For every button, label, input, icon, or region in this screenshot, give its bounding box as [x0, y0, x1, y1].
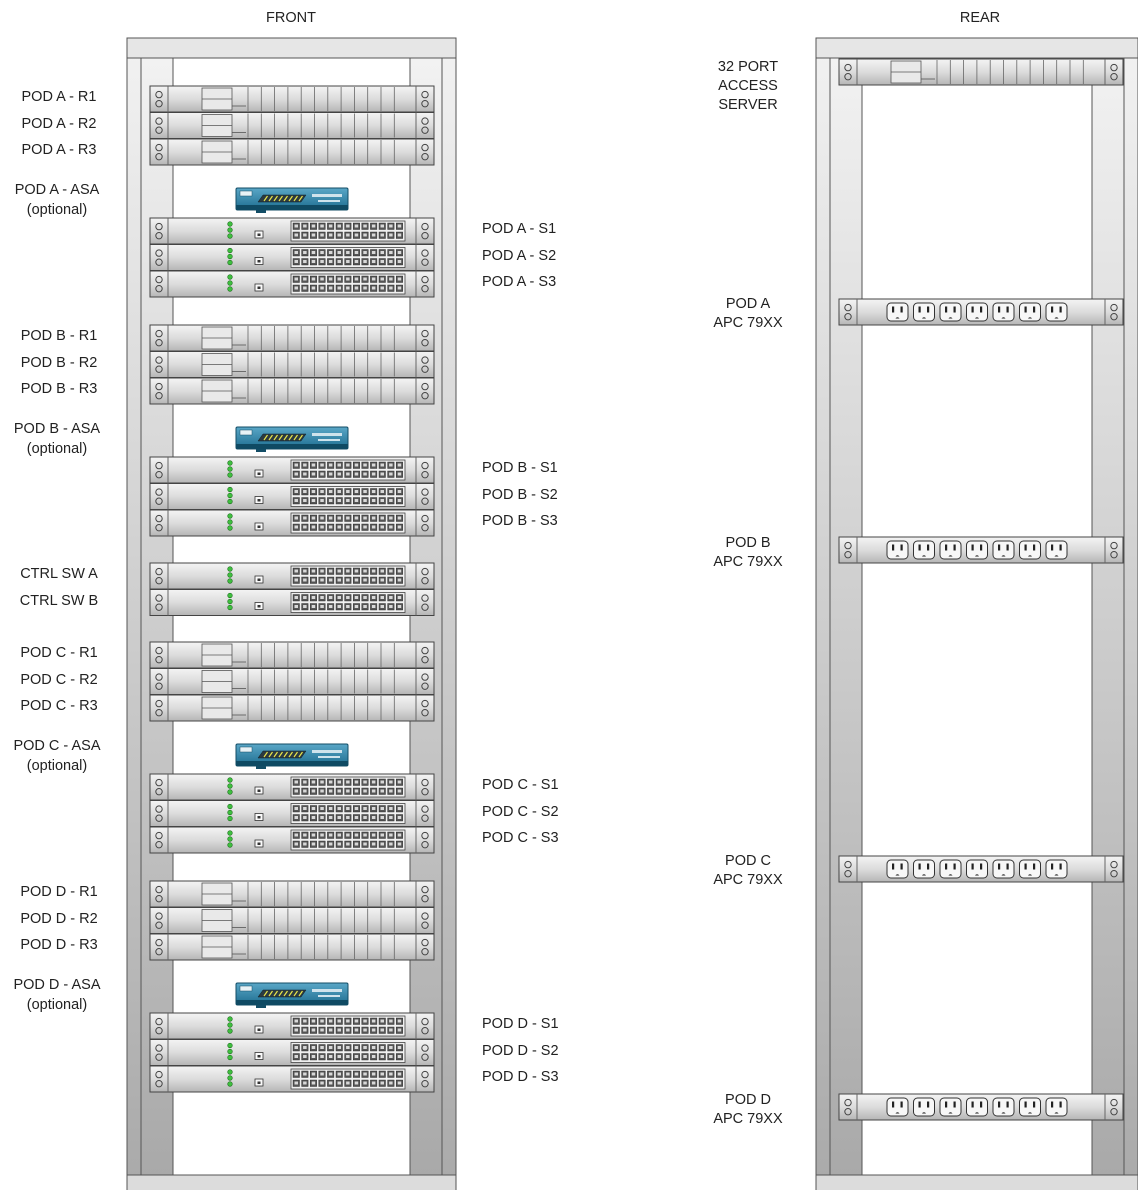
pod-d-switch-1-label: POD D - S1: [482, 1016, 559, 1032]
ctrl-switch-b-label: CTRL SW B: [19, 593, 99, 609]
rear-left-rail: [815, 37, 831, 1190]
pod-c-router-3-label: POD C - R3: [20, 698, 98, 714]
rear-right-rail: [1123, 37, 1138, 1190]
pod-d-router-1-label: POD D - R1: [20, 884, 98, 900]
pod-c-router-1: [149, 641, 435, 669]
pod-a-switch-3-label: POD A - S3: [482, 274, 557, 290]
access-server-label-line-3: SERVER: [718, 97, 778, 113]
pod-a-switch-2: [149, 244, 435, 271]
pod-a-switch-3: [149, 270, 435, 298]
pod-b-router-3-label: POD B - R3: [20, 381, 98, 397]
access-server: [838, 58, 1124, 86]
pod-d-router-3: [149, 933, 435, 961]
pod-d-switch-1: [149, 1012, 435, 1040]
pod-a-asa: [235, 187, 349, 213]
pod-d-router-1: [149, 880, 435, 908]
pod-a-asa-note: (optional): [26, 202, 88, 218]
front-rack-units: [149, 85, 435, 1093]
pod-c-router-2: [149, 668, 435, 695]
pod-a-switch-2-label: POD A - S2: [482, 247, 557, 264]
pod-b-switch-1-label: POD B - S1: [482, 460, 558, 476]
pod-a-pdu-label-line-2: APC 79XX: [713, 315, 783, 331]
pod-a-switch-1: [149, 217, 435, 245]
front-header: FRONT: [266, 10, 316, 26]
pod-b-router-1-label: POD B - R1: [20, 328, 98, 344]
pod-c-switch-2-label: POD C - S2: [482, 803, 559, 820]
pod-d-asa-label: POD D - ASA: [13, 977, 101, 993]
pod-b-router-2-label: POD B - R2: [20, 354, 98, 371]
pod-b-switch-3-label: POD B - S3: [482, 513, 558, 529]
pod-c-asa-label: POD C - ASA: [13, 738, 101, 754]
rear-top-bar: [815, 37, 1138, 59]
rear-rack-units: [838, 58, 1124, 1121]
pod-c-pdu: [838, 855, 1124, 883]
front-bottom-bar: [126, 1174, 457, 1190]
rear-rack: [815, 37, 1138, 1190]
pod-b-router-2: [149, 351, 435, 378]
pod-b-pdu-label-line-1: POD B: [725, 535, 771, 551]
pod-a-router-3: [149, 138, 435, 166]
pod-d-pdu-label-line-2: APC 79XX: [713, 1111, 783, 1127]
pod-c-pdu-label-line-1: POD C: [725, 853, 771, 869]
ctrl-switch-a: [149, 562, 435, 590]
pod-d-switch-3-label: POD D - S3: [482, 1069, 559, 1085]
pod-c-router-2-label: POD C - R2: [20, 671, 98, 688]
pod-a-pdu: [838, 298, 1124, 326]
pod-b-router-1: [149, 324, 435, 352]
pod-c-pdu-label-line-2: APC 79XX: [713, 872, 783, 888]
pod-b-asa: [235, 426, 349, 452]
pod-a-switch-1-label: POD A - S1: [482, 221, 557, 237]
rear-header: REAR: [959, 10, 1001, 26]
pod-a-router-2: [149, 112, 435, 139]
pod-c-router-1-label: POD C - R1: [20, 645, 98, 661]
pod-c-switch-2: [149, 800, 435, 827]
pod-a-asa-label: POD A - ASA: [14, 182, 100, 198]
ctrl-switch-a-label: CTRL SW A: [20, 566, 98, 582]
pod-a-pdu-label-line-1: POD A: [725, 296, 771, 312]
pod-c-switch-1: [149, 773, 435, 801]
pod-d-pdu-label-line-1: POD D: [725, 1092, 771, 1108]
pod-d-router-2-label: POD D - R2: [20, 910, 98, 927]
pod-b-switch-2: [149, 483, 435, 510]
front-left-rail: [126, 37, 142, 1190]
pod-d-router-2: [149, 907, 435, 934]
pod-a-router-1: [149, 85, 435, 113]
pod-a-router-3-label: POD A - R3: [21, 142, 97, 158]
pod-c-asa: [235, 743, 349, 769]
ctrl-switch-b: [149, 589, 435, 616]
pod-a-router-1-label: POD A - R1: [21, 89, 97, 105]
pod-a-router-2-label: POD A - R2: [21, 115, 97, 132]
pod-c-switch-3: [149, 826, 435, 854]
access-server-label-line-2: ACCESS: [718, 78, 778, 94]
pod-d-switch-2: [149, 1039, 435, 1066]
pod-b-pdu: [838, 536, 1124, 564]
pod-d-switch-3: [149, 1065, 435, 1093]
pod-d-router-3-label: POD D - R3: [20, 937, 98, 953]
front-top-bar: [126, 37, 457, 59]
pod-d-switch-2-label: POD D - S2: [482, 1042, 559, 1059]
rear-right-post: [1091, 57, 1125, 1177]
pod-d-asa: [235, 982, 349, 1008]
pod-c-switch-1-label: POD C - S1: [482, 777, 559, 793]
pod-b-asa-note: (optional): [26, 441, 88, 457]
pod-b-switch-3: [149, 509, 435, 537]
rear-left-post: [829, 57, 863, 1177]
front-right-rail: [441, 37, 457, 1190]
pod-d-pdu: [838, 1093, 1124, 1121]
pod-c-switch-3-label: POD C - S3: [482, 830, 559, 846]
rear-bottom-bar: [815, 1174, 1138, 1190]
pod-c-asa-note: (optional): [26, 758, 88, 774]
pod-c-router-3: [149, 694, 435, 722]
access-server-label-line-1: 32 PORT: [717, 59, 779, 75]
pod-b-asa-label: POD B - ASA: [13, 421, 101, 437]
pod-b-switch-1: [149, 456, 435, 484]
pod-b-switch-2-label: POD B - S2: [482, 486, 558, 503]
pod-b-router-3: [149, 377, 435, 405]
pod-b-pdu-label-line-2: APC 79XX: [713, 554, 783, 570]
pod-d-asa-note: (optional): [26, 997, 88, 1013]
